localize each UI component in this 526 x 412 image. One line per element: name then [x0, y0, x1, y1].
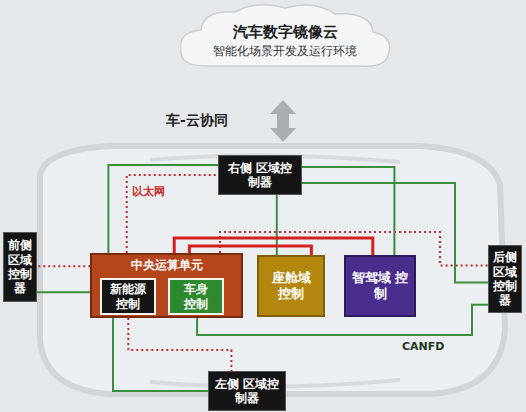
zone-controller: 左侧 区域控制器	[208, 371, 286, 411]
domain-box: 智驾域 控制	[344, 255, 416, 317]
node-label: 车身 控制	[176, 282, 216, 311]
bus-label: 以太网	[132, 184, 165, 199]
link-label: 车-云协同	[166, 112, 228, 130]
node-label: 左侧 区域控制器	[213, 377, 281, 406]
node-label: 智驾域 控制	[350, 270, 410, 301]
node-label: 座舱域 控制	[263, 270, 319, 301]
canfd-link	[113, 318, 208, 391]
central-unit: 中央运算单元新能源 控制车身 控制	[90, 253, 243, 318]
node-label: 前侧 区域 控制 器	[8, 238, 32, 296]
zone-controller: 右侧 区域控制器	[218, 155, 302, 195]
zone-controller: 前侧 区域 控制 器	[3, 232, 37, 302]
ethernet-link	[127, 175, 218, 253]
canfd-link	[108, 165, 218, 253]
node-label: 中央运算单元	[131, 258, 203, 272]
ethernet-link	[37, 265, 90, 267]
node-label: 后侧 区域 控制 器	[493, 250, 517, 308]
domain-box: 车身 控制	[168, 278, 224, 315]
canfd-link	[37, 291, 90, 293]
cloud: 汽车数字镜像云智能化场景开发及运行环境	[175, 2, 395, 74]
ethernet-link	[128, 318, 231, 371]
canfd-link	[302, 167, 394, 255]
double-arrow	[270, 100, 296, 142]
cloud-title: 汽车数字镜像云	[233, 23, 338, 41]
cloud-subtitle: 智能化场景开发及运行环境	[213, 44, 357, 58]
car-outline	[40, 146, 505, 394]
domain-box: 新能源 控制	[100, 278, 156, 315]
domain-box: 座舱域 控制	[257, 255, 325, 317]
bus-label: CANFD	[402, 340, 444, 353]
node-label: 右侧 区域控制器	[223, 161, 297, 190]
node-label: 新能源 控制	[106, 282, 150, 311]
zone-controller: 后侧 区域 控制 器	[488, 245, 522, 313]
